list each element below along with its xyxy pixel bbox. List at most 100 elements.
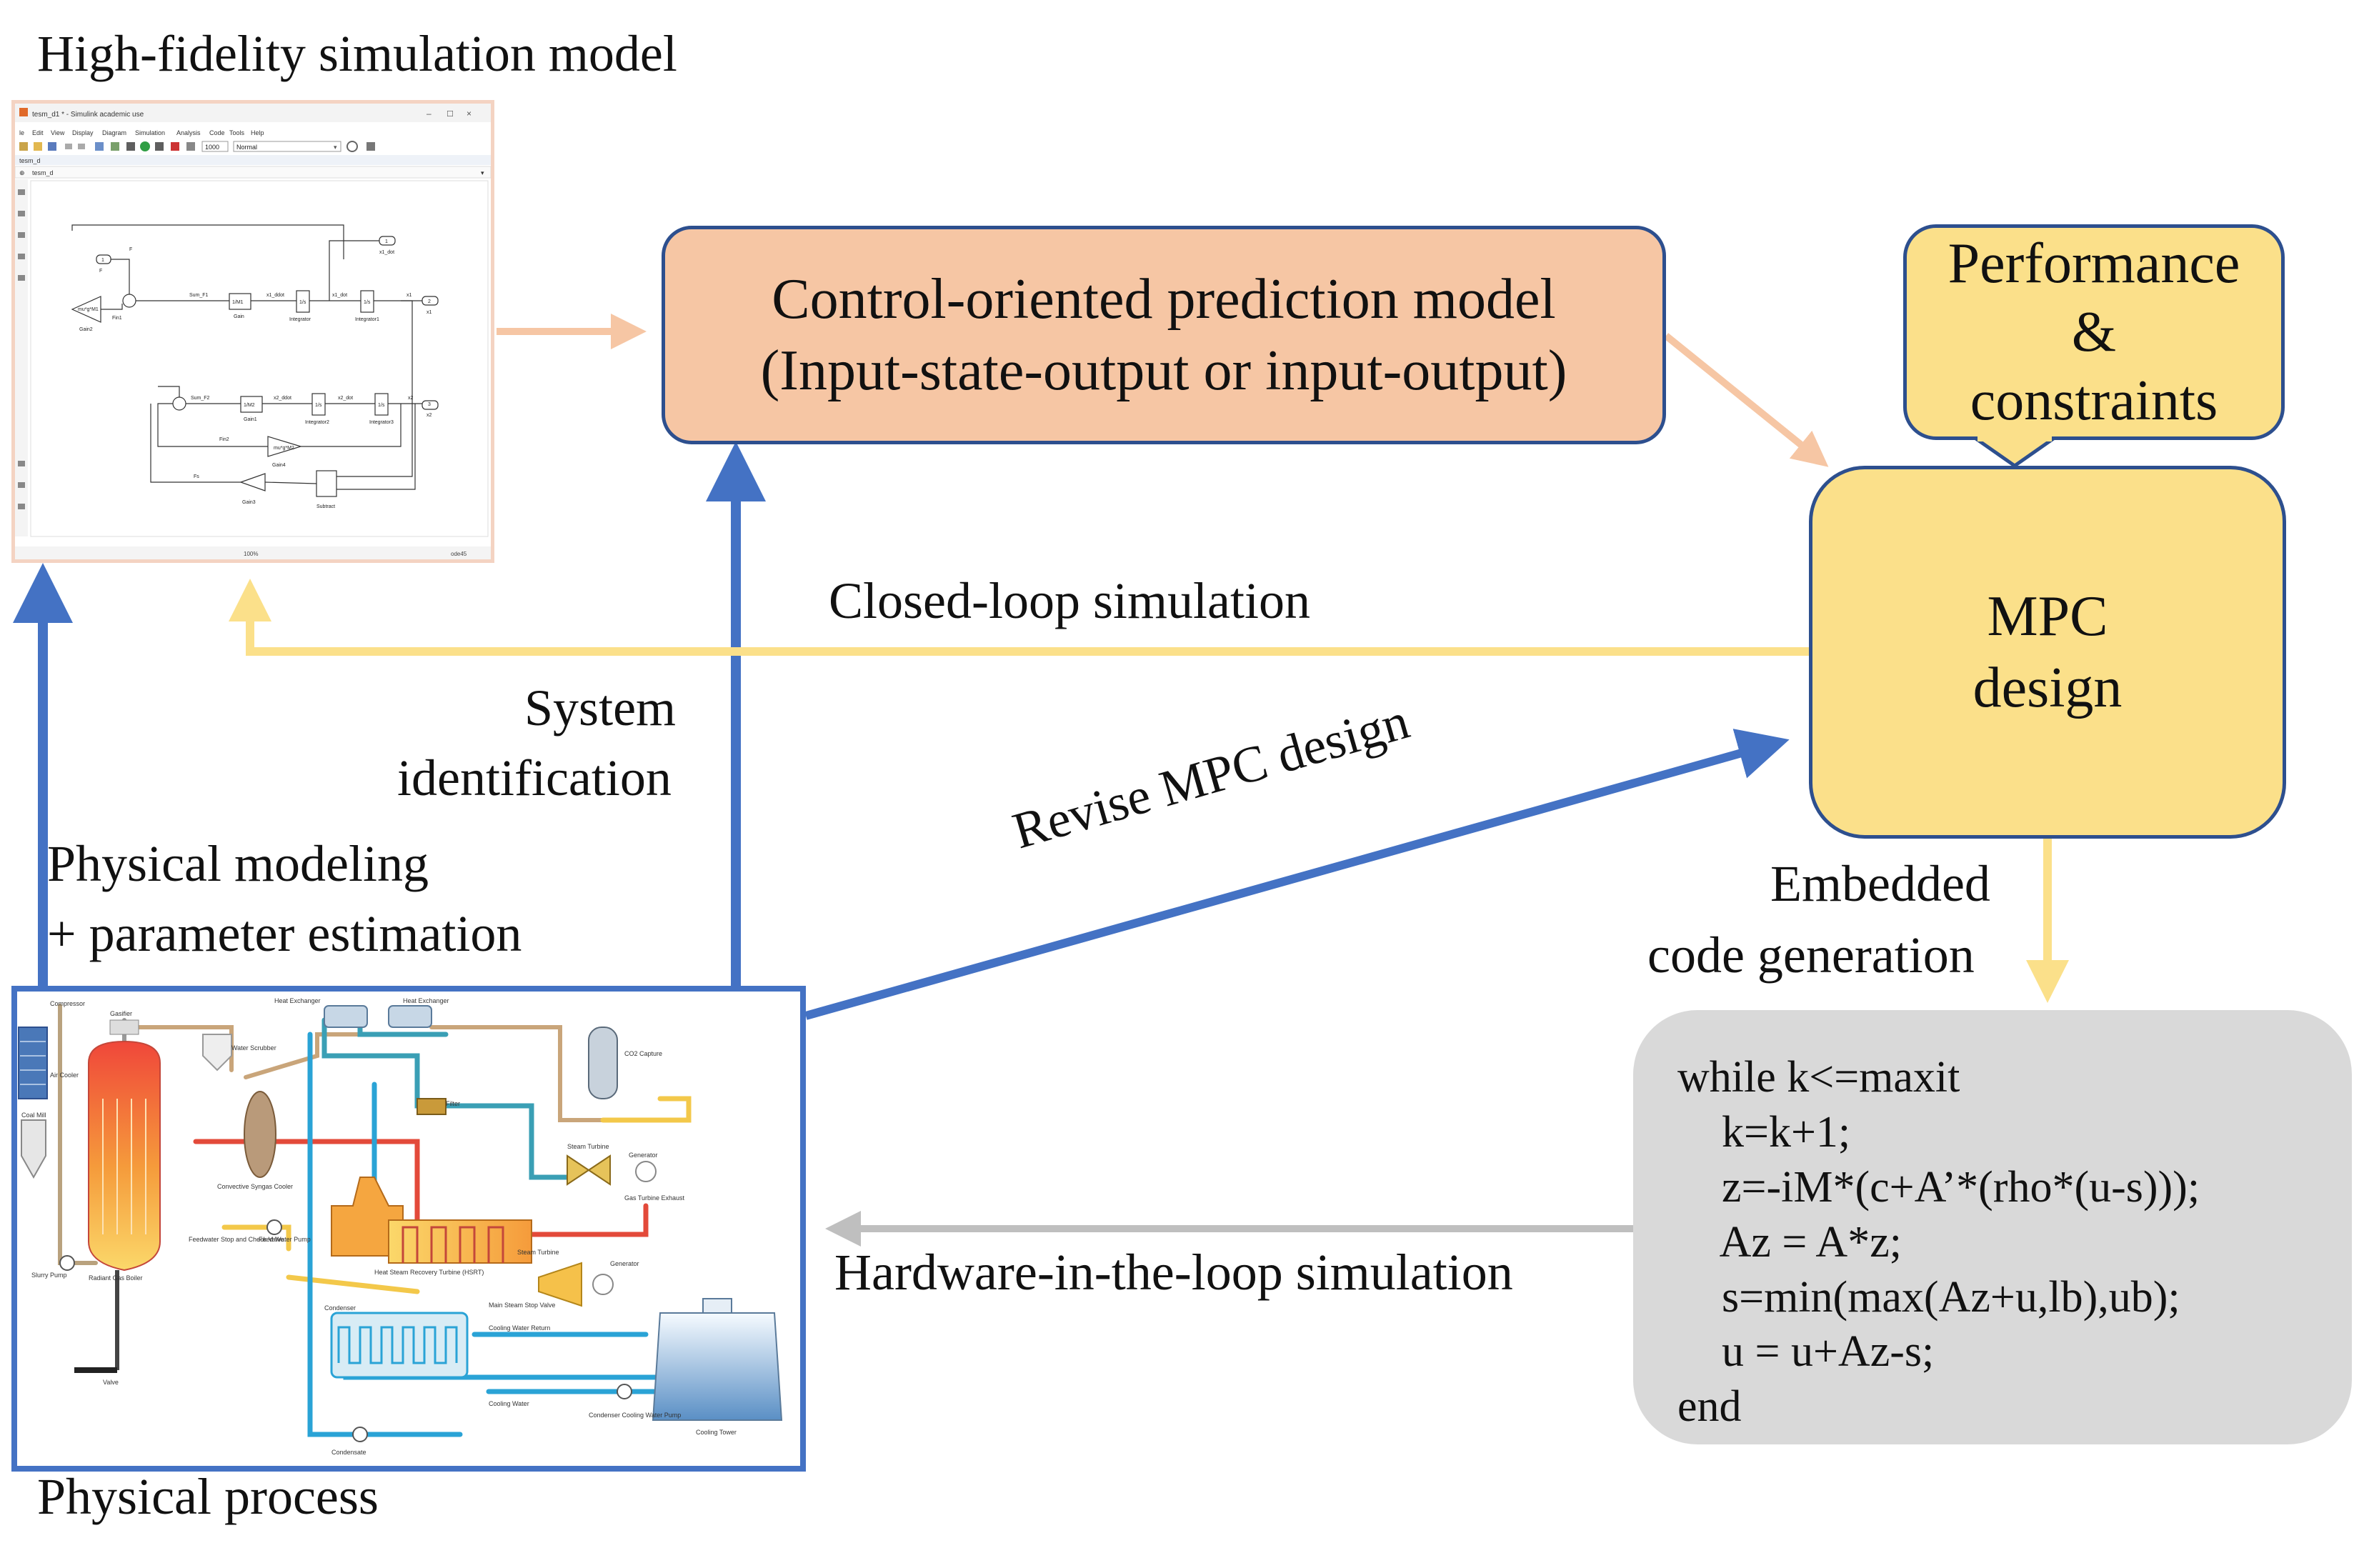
svg-text:1/s: 1/s (364, 300, 371, 305)
grid-icon[interactable] (366, 142, 375, 151)
svg-text:x1_ddot: x1_ddot (266, 293, 284, 298)
model-advisor-icon[interactable] (346, 141, 358, 152)
palette-icons (18, 189, 25, 509)
performance-line3: constraints (1970, 369, 2218, 432)
svg-text:Generator: Generator (610, 1260, 639, 1267)
prediction-model-line1: Control-oriented prediction model (772, 268, 1556, 331)
process-labels: Compressor Gasifier Air Cooler Coal Mill… (21, 997, 737, 1456)
step-back-icon[interactable] (126, 142, 135, 151)
arrow-revise-mpc (804, 729, 1790, 1020)
sim-mode-value: Normal (236, 144, 257, 151)
scope-icon[interactable] (186, 142, 195, 151)
embedded-label-2: code generation (1647, 927, 1975, 984)
model-explorer-icon[interactable] (111, 142, 119, 151)
save-icon[interactable] (48, 142, 56, 151)
maximize-icon[interactable]: ☐ (447, 110, 454, 119)
new-model-icon[interactable] (19, 142, 28, 151)
svg-text:x1: x1 (407, 293, 412, 298)
breadcrumb[interactable]: tesm_d (32, 169, 54, 176)
high-fidelity-title: High-fidelity simulation model (37, 25, 677, 82)
code-line: k=k+1; (1677, 1107, 1851, 1157)
svg-text:Slurry Pump: Slurry Pump (31, 1272, 67, 1279)
library-browser-icon[interactable] (95, 142, 104, 151)
svg-text:Feed Water Pump: Feed Water Pump (259, 1236, 311, 1243)
physical-process-frame: Compressor Gasifier Air Cooler Coal Mill… (11, 986, 806, 1472)
palette-bottom-icon[interactable] (18, 482, 25, 488)
run-icon[interactable] (140, 141, 150, 151)
svg-text:Convective Syngas Cooler: Convective Syngas Cooler (217, 1183, 293, 1190)
svg-text:Steam Turbine: Steam Turbine (567, 1143, 609, 1150)
step-forward-icon[interactable] (155, 142, 164, 151)
svg-text:x2: x2 (427, 413, 432, 418)
code-line: Az = A*z; (1677, 1217, 1902, 1267)
area-icon[interactable] (18, 275, 25, 281)
close-icon[interactable]: × (467, 109, 472, 119)
solver-name: ode45 (451, 551, 467, 557)
open-folder-icon[interactable] (34, 142, 42, 151)
physical-modeling-label-2: + parameter estimation (47, 905, 522, 962)
svg-text:Sum_F2: Sum_F2 (191, 396, 210, 401)
svg-text:Integrator2: Integrator2 (305, 420, 329, 425)
hil-label: Hardware-in-the-loop simulation (834, 1244, 1513, 1301)
menu-item[interactable]: Analysis (176, 129, 201, 136)
palette-bottom-icon[interactable] (18, 461, 25, 466)
palette-bottom-icon[interactable] (18, 504, 25, 509)
menu-item[interactable]: Edit (32, 129, 44, 136)
svg-text:1/M1: 1/M1 (232, 300, 244, 305)
svg-text:Gain3: Gain3 (242, 500, 256, 505)
menu-item[interactable]: le (19, 129, 24, 136)
redo-icon[interactable] (78, 144, 85, 149)
svg-text:Compressor: Compressor (50, 1000, 85, 1007)
svg-text:CO2 Capture: CO2 Capture (624, 1050, 662, 1057)
back-icon[interactable]: ⊕ (19, 169, 25, 176)
svg-text:1: 1 (101, 258, 104, 263)
annotation-icon[interactable] (18, 232, 25, 238)
svg-text:3: 3 (428, 402, 431, 407)
menu-item[interactable]: Simulation (135, 129, 165, 136)
mpc-line1: MPC (1987, 585, 2108, 648)
matlab-logo-icon (19, 108, 28, 116)
stop-icon[interactable] (171, 142, 179, 151)
stop-time-input[interactable] (201, 141, 229, 152)
closed-loop-label: Closed-loop simulation (829, 572, 1310, 629)
cooling-pump-icon (617, 1384, 632, 1399)
svg-text:Radiant Gas Boiler: Radiant Gas Boiler (89, 1274, 143, 1282)
menu-item[interactable]: Tools (229, 129, 245, 136)
undo-icon[interactable] (65, 144, 72, 149)
svg-text:Sum_F1: Sum_F1 (189, 293, 209, 298)
tab-model[interactable]: tesm_d (19, 157, 41, 164)
simulink-window: tesm_d1 * - Simulink academic use – ☐ × … (11, 100, 494, 563)
simulink-toolbar: 1000 Normal ▾ (19, 141, 375, 152)
svg-text:x2_ddot: x2_ddot (274, 396, 291, 401)
svg-text:Heat Exchanger: Heat Exchanger (274, 997, 321, 1004)
minimize-icon[interactable]: – (427, 109, 432, 119)
svg-text:Gas Turbine Exhaust: Gas Turbine Exhaust (624, 1194, 685, 1202)
simulink-menu: le Edit View Display Diagram Simulation … (19, 129, 264, 136)
breadcrumb-dropdown-icon[interactable]: ▾ (481, 169, 484, 176)
svg-text:Cooling Water Return: Cooling Water Return (489, 1324, 550, 1332)
menu-item[interactable]: Code (209, 129, 225, 136)
embedded-label-1: Embedded (1770, 855, 1990, 912)
menu-item[interactable]: Display (72, 129, 94, 136)
sim-mode-select[interactable] (233, 141, 341, 152)
svg-text:Fin2: Fin2 (219, 437, 229, 442)
svg-text:Cooling Tower: Cooling Tower (696, 1429, 737, 1436)
menu-item[interactable]: Diagram (102, 129, 126, 136)
fit-view-icon[interactable] (18, 211, 25, 216)
svg-text:Gasifier: Gasifier (110, 1010, 132, 1017)
system-id-label-2: identification (397, 749, 672, 807)
performance-constraints-box: Performance & constraints (1903, 224, 2285, 440)
mpc-line2: design (1973, 656, 2123, 719)
svg-text:1: 1 (385, 239, 388, 244)
svg-text:Heat Steam Recovery Turbine (H: Heat Steam Recovery Turbine (HSRT) (374, 1269, 484, 1276)
menu-item[interactable]: View (51, 129, 65, 136)
chevron-down-icon[interactable]: ▾ (334, 144, 337, 151)
process-illustration: Compressor Gasifier Air Cooler Coal Mill… (18, 997, 783, 1456)
menu-item[interactable]: Help (251, 129, 264, 136)
zoom-icon[interactable] (18, 189, 25, 195)
svg-text:Steam Turbine: Steam Turbine (517, 1249, 559, 1256)
code-line: while k<=maxit (1677, 1053, 1960, 1102)
image-icon[interactable] (18, 254, 25, 259)
svg-text:Fs: Fs (194, 474, 199, 479)
arrow-prediction-to-mpc (1663, 333, 1829, 467)
